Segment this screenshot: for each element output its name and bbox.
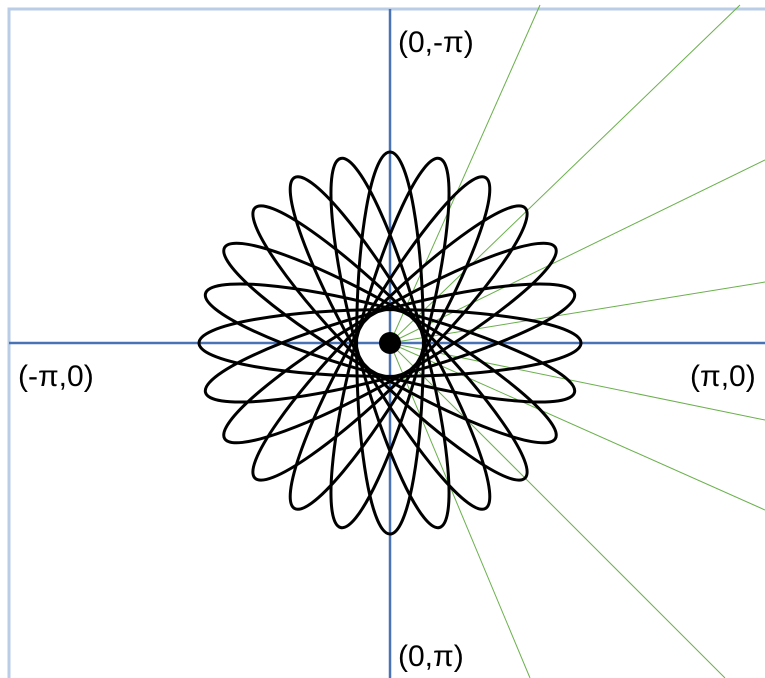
label-left: (-π,0) xyxy=(18,360,94,393)
ray-line-1 xyxy=(389,4,541,344)
label-bottom: (0,π) xyxy=(398,640,464,673)
origin-dot xyxy=(379,332,401,354)
plot-frame xyxy=(7,7,765,678)
ray-line-2 xyxy=(389,4,741,344)
ray-line-4 xyxy=(389,281,765,344)
rosette-ellipses xyxy=(197,150,583,536)
label-top: (0,-π) xyxy=(398,26,474,59)
ray-line-7 xyxy=(389,342,531,678)
ray-line-8 xyxy=(389,342,726,678)
ray-lines xyxy=(389,4,765,678)
ray-line-3 xyxy=(389,159,765,344)
ray-line-5 xyxy=(389,342,765,421)
rosette-ellipse-12 xyxy=(203,282,577,404)
label-right: (π,0) xyxy=(690,360,756,393)
ray-line-6 xyxy=(389,342,765,511)
